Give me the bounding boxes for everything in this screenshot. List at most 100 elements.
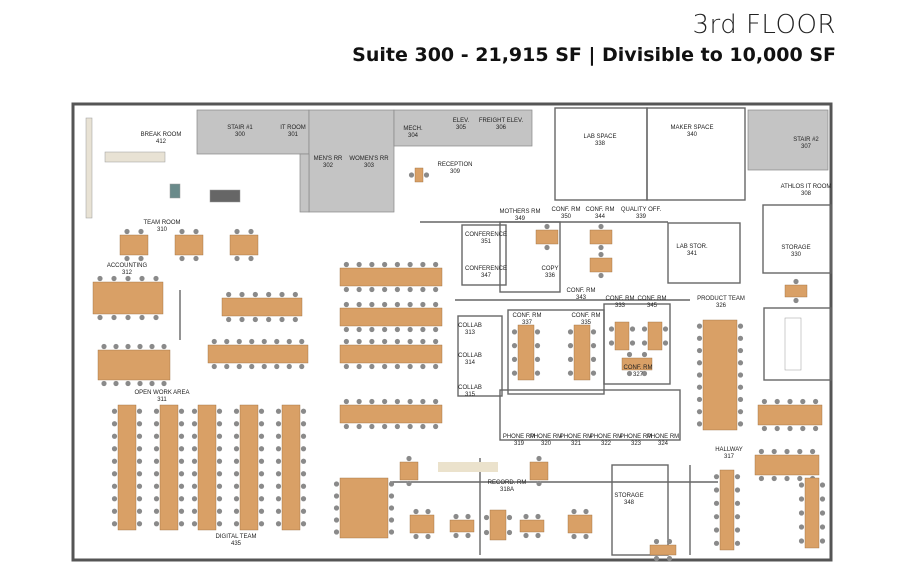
chair [713,514,720,520]
chair [571,533,577,540]
chair [300,421,307,427]
chair [798,496,805,502]
chair [713,487,720,493]
chair [111,483,118,489]
chair [382,301,388,308]
chair [536,480,542,487]
chair [382,398,388,405]
chair [369,286,375,293]
chair [713,527,720,533]
chair [641,351,648,358]
chair [571,508,577,515]
chair [224,363,230,370]
chair [125,343,131,350]
chair [797,475,803,482]
chair [137,380,143,387]
chair [258,408,265,414]
chair [608,326,615,332]
chair [333,517,340,523]
chair [111,508,118,514]
chair [275,521,282,527]
chair [420,398,426,405]
chair [153,521,160,527]
chair [234,255,240,262]
chair [274,338,280,345]
chair [388,493,395,499]
chair [737,360,744,366]
chair [407,363,413,370]
chair [111,421,118,427]
chair [136,433,143,439]
chair [420,301,426,308]
chair [433,338,439,345]
chair [511,343,518,349]
chair [734,514,741,520]
chair [252,316,258,323]
chair [216,446,223,452]
chair [819,510,826,516]
chair [111,496,118,502]
chair [626,370,633,377]
chair [662,340,669,346]
chair [153,458,160,464]
chair [590,329,597,335]
chair [266,316,272,323]
chair [598,223,604,230]
chair [261,363,267,370]
chair [453,532,459,539]
chair [793,297,799,304]
chair [369,423,375,430]
chair [124,255,130,262]
chair [506,514,513,521]
chair [598,251,604,258]
chair [153,421,160,427]
chair [356,326,362,333]
chair [153,433,160,439]
chair [453,513,459,520]
chair [511,329,518,335]
chair [696,409,703,415]
chair [178,496,185,502]
chair [233,483,240,489]
chair [413,508,419,515]
chair [771,448,777,455]
chair [136,421,143,427]
chair [138,228,144,235]
chair [153,508,160,514]
chair [193,228,199,235]
chair [178,458,185,464]
chair [407,326,413,333]
chair [113,380,119,387]
chair [216,496,223,502]
chair [300,408,307,414]
chair [153,446,160,452]
chair [233,433,240,439]
chair [382,363,388,370]
chair [136,496,143,502]
chair [734,500,741,506]
chair [233,521,240,527]
chair [696,335,703,341]
chair [813,425,819,432]
chair [544,223,550,230]
chair [382,423,388,430]
chair [111,458,118,464]
chair [793,278,799,285]
chair [224,338,230,345]
chair [153,408,160,414]
chair [407,286,413,293]
chair [258,446,265,452]
chair [696,396,703,403]
chair [343,338,349,345]
chair [626,351,633,358]
